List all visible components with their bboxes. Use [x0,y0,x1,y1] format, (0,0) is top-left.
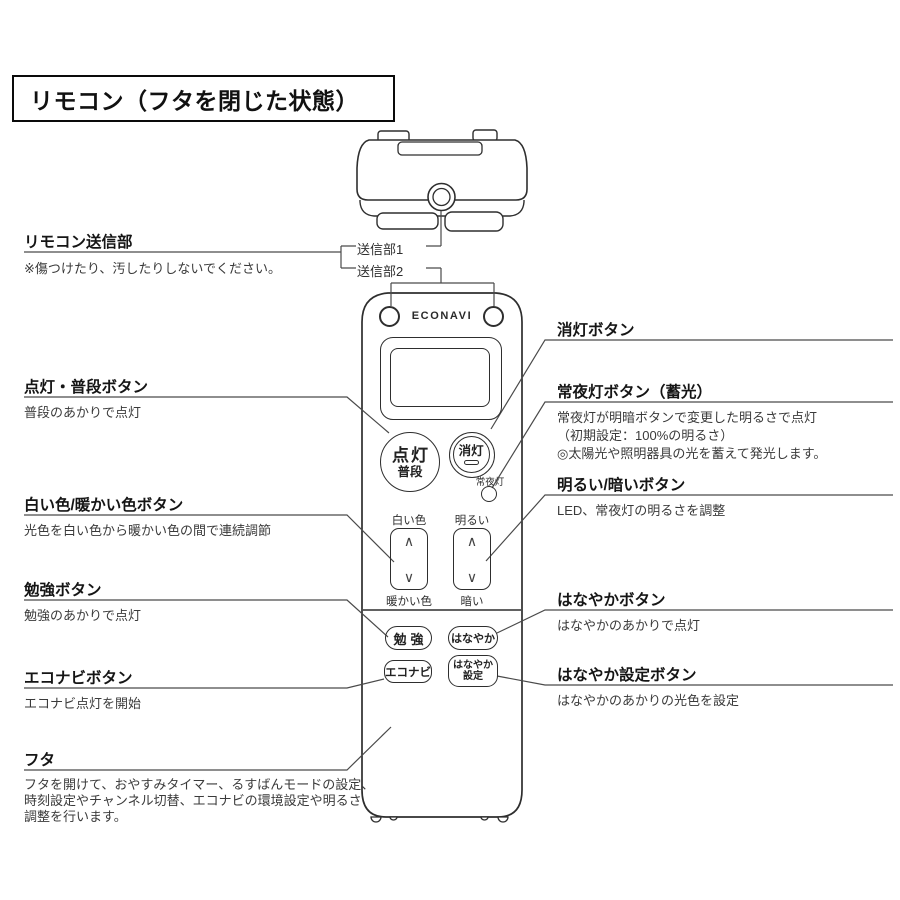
brightness-rocker-button: ∧ ∨ [453,528,491,590]
on-button-label: 点灯 [392,445,430,465]
nightlight-button [481,486,497,502]
study-button: 勉強 [385,626,432,650]
label-on-button-heading: 点灯・普段ボタン [24,379,149,396]
off-button-line [490,339,893,430]
top-view-lower-shell [359,200,525,217]
off-button-glow-bar [463,459,479,465]
label-econavi-button-desc: エコナビ点灯を開始 [24,696,142,711]
chevron-down-icon: ∨ [466,569,478,585]
color-button-line [24,514,395,563]
label-lid-desc-2: 時刻設定やチャンネル切替、エコナビの環境設定や明るさ [24,793,362,808]
color-rocker-button: ∧ ∨ [390,528,428,590]
front-transmitter-right-lens [483,306,504,327]
label-on-button-desc: 普段のあかりで点灯 [24,405,142,420]
top-view-lid-slot [397,141,483,156]
top-view-right-pad [444,211,504,232]
display-window-outer [380,337,502,420]
normal-button-label: 普段 [397,464,423,479]
hanayaka-setting-label-2: 設定 [463,671,483,682]
lid-line [24,726,392,771]
econavi-button-line [24,678,385,689]
top-view-upper-shell [356,139,528,201]
transmitter-1-lens-inner [432,187,451,207]
label-nightlight-heading: 常夜灯ボタン（蓄光） [557,384,713,401]
label-nightlight-desc-2: （初期設定：100%の明るさ） [557,428,734,443]
study-button-line [24,599,389,638]
dark-label: 暗い [460,596,484,608]
off-button-label: 消灯 [458,443,484,458]
label-lid-heading: フタ [24,752,56,769]
top-view-left-pad [376,212,439,230]
label-nightlight-desc-3: ◎太陽光や照明器具の光を蓄えて発光します。 [557,446,827,461]
front-transmitter-left-lens [379,306,400,327]
label-color-button-desc: 光色を白い色から暖かい色の間で連続調節 [24,523,272,538]
hanayaka-setting-label-1: はなやか [453,660,493,671]
hanayaka-setting-button: はなやか 設定 [448,655,498,687]
remote-top-view-drawing [356,129,528,232]
label-bright-button-desc: LED、常夜灯の明るさを調整 [557,503,726,518]
label-hanayaka-button-desc: はなやかのあかりで点灯 [557,618,701,633]
transmitter1-line [426,211,442,247]
nightlight-button-line [491,401,893,489]
on-button-line [24,396,390,434]
label-lid-desc-1: フタを開けて、おやすみタイマー、るすばんモードの設定、 [24,777,375,792]
transmitter2-line [390,267,495,306]
label-hanayaka-setting-heading: はなやか設定ボタン [557,667,697,684]
label-color-button-heading: 白い色/暖かい色ボタン [24,497,184,514]
label-econavi-button-heading: エコナビボタン [24,670,133,687]
chevron-up-icon: ∧ [466,533,478,549]
hanayaka-button-line [496,609,893,634]
page-title-box: リモコン（フタを閉じた状態） [12,75,395,122]
label-remote-transmitter-heading: リモコン送信部 [24,234,133,251]
hanayaka-button: はなやか [448,626,498,650]
label-nightlight-desc-1: 常夜灯が明暗ボタンで変更した明るさで点灯 [557,410,818,425]
chevron-down-icon: ∨ [403,569,415,585]
label-hanayaka-setting-desc: はなやかのあかりの光色を設定 [557,693,740,708]
transmitter2-label: 送信部2 [357,264,404,279]
econavi-button: エコナビ [384,660,432,683]
remote-foot [370,816,382,823]
label-study-button-desc: 勉強のあかりで点灯 [24,608,142,623]
off-button: 消灯 [449,432,495,478]
white-color-label: 白い色 [391,515,427,527]
remote-foot [480,816,489,821]
label-remote-transmitter-note: ※傷つけたり、汚したりしないでください。 [24,261,281,276]
transmitter1-label: 送信部1 [357,242,404,257]
off-button-inner-ring: 消灯 [452,435,490,473]
bright-button-line [485,494,893,562]
label-lid-desc-3: 調整を行います。 [24,809,127,824]
bright-label: 明るい [454,515,490,527]
on-normal-button: 点灯 普段 [380,432,440,492]
page-title: リモコン（フタを閉じた状態） [30,87,359,114]
brand-logo: ECONAVI [411,310,473,322]
remote-foot [389,816,398,821]
label-hanayaka-button-heading: はなやかボタン [557,592,666,609]
chevron-up-icon: ∧ [403,533,415,549]
label-study-button-heading: 勉強ボタン [24,582,102,599]
warm-color-label: 暖かい色 [386,596,432,608]
remote-foot [497,816,509,823]
label-bright-button-heading: 明るい/暗いボタン [557,477,686,494]
callout-lines [24,211,893,771]
nightlight-label: 常夜灯 [475,477,505,488]
display-window-inner [390,348,490,407]
hanayaka-setting-button-line [496,675,893,686]
label-off-button-heading: 消灯ボタン [557,322,635,339]
transmitter-bracket-line [24,245,356,269]
